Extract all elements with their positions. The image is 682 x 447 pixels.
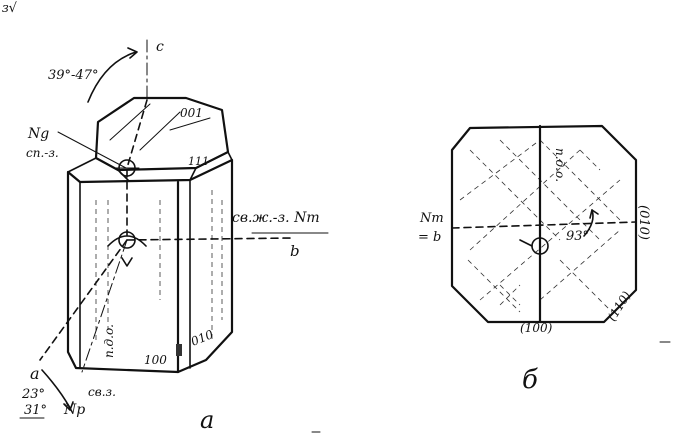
axis-a-label: a — [30, 364, 40, 383]
caption-a: а — [200, 406, 214, 434]
hatch-b3 — [540, 140, 620, 220]
angle-np-1: 23° — [21, 387, 45, 402]
section-center-arm — [520, 240, 532, 246]
figure-a: c 39°-47° Ng сп.-з. 001 111 — [20, 39, 328, 434]
np-label: Np — [63, 402, 85, 418]
small-face-mark — [176, 344, 182, 356]
face-001-label: 001 — [180, 106, 203, 120]
axis-b-label: b — [290, 242, 300, 260]
angle-93-arrow — [590, 210, 598, 218]
face-100-label: 100 — [144, 353, 167, 367]
eq-b-label: = b — [418, 230, 441, 245]
c-axis-inner — [127, 100, 147, 168]
top-inner-edge-3 — [140, 112, 180, 150]
pdo-label-b: п.д.о. — [553, 148, 567, 182]
angle-93-label: 93° — [566, 229, 589, 244]
face-100-label-b: (100) — [520, 321, 553, 335]
hatch-b9 — [560, 260, 610, 310]
corner-mark: ɜ√ — [2, 1, 18, 16]
angle-np-2: 31° — [24, 403, 47, 418]
caption-b: б — [522, 365, 538, 395]
section-outline — [452, 126, 636, 322]
nm-label-b: Nm — [419, 211, 444, 226]
axis-c-label: c — [156, 39, 164, 55]
middle-arrow — [122, 258, 132, 266]
section-nm-line — [452, 222, 636, 228]
pdo-label-a: п.д.о. — [102, 324, 116, 358]
angle-top-label: 39°-47° — [48, 68, 98, 83]
face-010-label-b: (010) — [636, 205, 651, 240]
nm-cleavage-label: св.ж.-з. Nm — [232, 210, 320, 226]
hatch-b4 — [460, 140, 540, 200]
ng-label: Ng — [27, 126, 49, 142]
face-010-label: 010 — [189, 327, 216, 349]
hatch-b8 — [468, 260, 520, 312]
hatch-b6 — [480, 180, 620, 300]
hatch-b12 — [580, 150, 600, 170]
ng-line — [58, 132, 126, 168]
np-cleavage-label: св.з. — [88, 385, 116, 399]
nm-line — [127, 238, 292, 240]
figure-b: п.д.о. Nm = b 93° (010) (100) (110) б — [418, 126, 651, 395]
face-110-label-b: (110) — [605, 289, 634, 324]
ng-cleavage-label: сп.-з. — [26, 146, 59, 160]
